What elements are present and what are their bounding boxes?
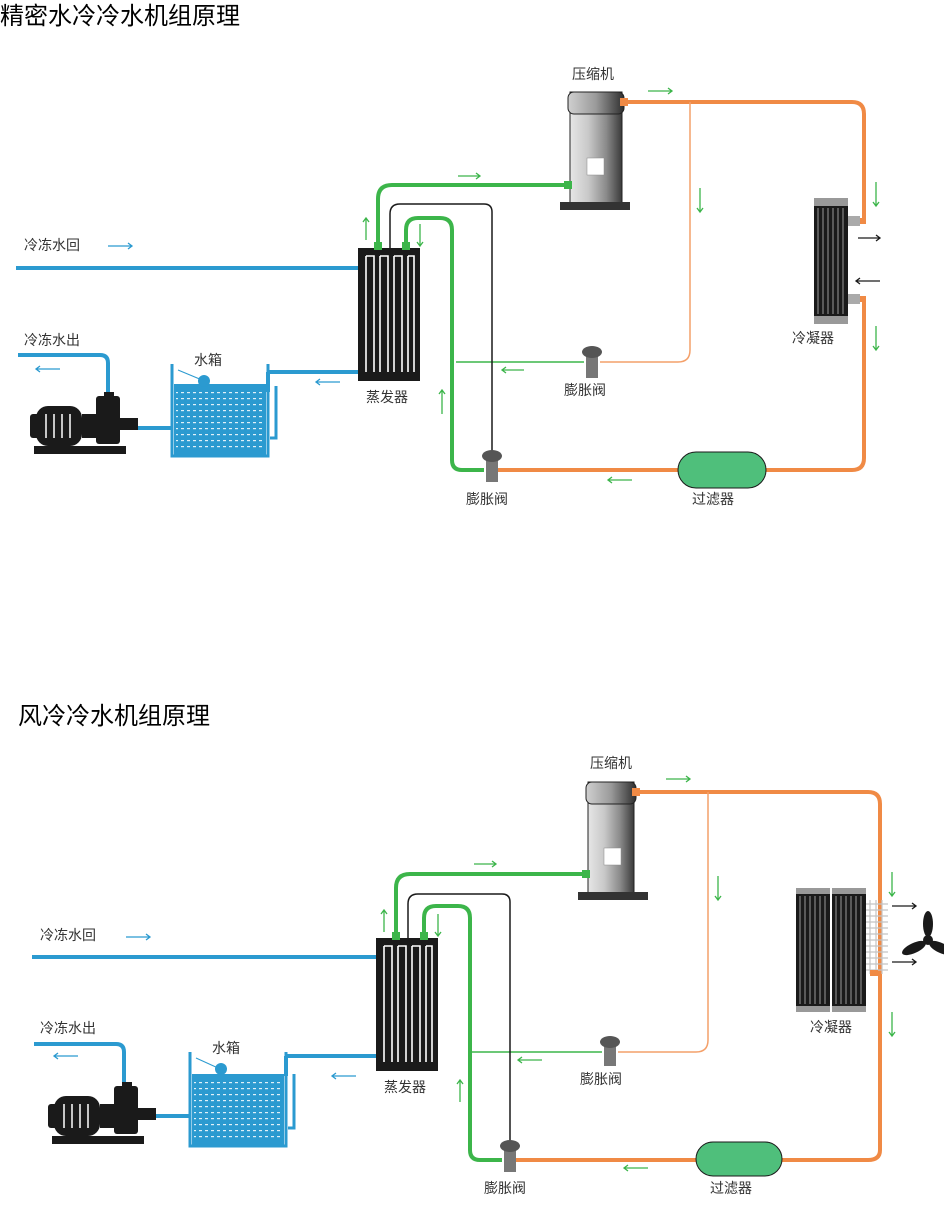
filter-label: 过滤器 bbox=[692, 492, 734, 508]
expansion-valve-icon bbox=[600, 1036, 620, 1066]
arrow-right-icon bbox=[648, 87, 674, 95]
filter-icon bbox=[695, 1141, 783, 1177]
fan-icon bbox=[902, 911, 944, 956]
compressor-label: 压缩机 bbox=[572, 67, 614, 83]
arrow-up-icon bbox=[380, 908, 388, 932]
diagram-title: 精密水冷冷水机组原理 bbox=[0, 2, 240, 30]
return-water-label: 冷冻水回 bbox=[24, 237, 80, 254]
return-water-label: 冷冻水回 bbox=[40, 927, 96, 944]
compressor-icon bbox=[560, 91, 630, 210]
arrow-right-icon bbox=[474, 860, 498, 868]
diagram-title: 风冷冷水机组原理 bbox=[18, 702, 210, 730]
condenser-label: 冷凝器 bbox=[810, 1020, 852, 1036]
arrow-left-icon bbox=[516, 1056, 542, 1064]
arrow-up-icon bbox=[456, 1078, 464, 1102]
arrow-right-icon bbox=[892, 958, 918, 966]
condenser-label: 冷凝器 bbox=[792, 331, 834, 347]
arrow-down-icon bbox=[714, 876, 722, 902]
expansion-valve-label: 膨胀阀 bbox=[484, 1180, 526, 1197]
condenser-icon bbox=[796, 888, 888, 1012]
evaporator-icon bbox=[376, 932, 438, 1071]
arrow-left-icon bbox=[622, 1164, 648, 1172]
expansion-valve-icon bbox=[500, 1140, 520, 1172]
water-tank bbox=[170, 364, 278, 458]
pump-icon bbox=[30, 392, 138, 454]
condenser-icon bbox=[814, 198, 866, 324]
tank-label: 水箱 bbox=[212, 1041, 240, 1057]
evaporator-label: 蒸发器 bbox=[384, 1080, 426, 1096]
arrow-down-icon bbox=[416, 224, 424, 248]
arrow-down-icon bbox=[872, 182, 880, 208]
diagram-water-cooled: 精密水冷冷水机组原理 bbox=[0, 2, 882, 508]
refrigerant-lines bbox=[394, 790, 882, 1162]
refrigerant-lines bbox=[376, 100, 866, 472]
arrow-down-icon bbox=[434, 914, 442, 938]
tank-label: 水箱 bbox=[194, 353, 222, 369]
arrow-down-icon bbox=[696, 188, 704, 214]
arrow-left-icon bbox=[606, 476, 632, 484]
filter-icon bbox=[677, 451, 767, 489]
arrow-right-icon bbox=[892, 902, 918, 910]
arrow-right-icon bbox=[666, 775, 692, 783]
compressor-icon bbox=[578, 781, 648, 900]
arrow-up-icon bbox=[438, 388, 446, 414]
diagram-air-cooled: 风冷冷水机组原理 bbox=[18, 702, 944, 1197]
flow-arrows bbox=[52, 775, 918, 1172]
expansion-valve-label: 膨胀阀 bbox=[466, 491, 508, 508]
arrow-down-icon bbox=[888, 1012, 896, 1038]
expansion-valve-label: 膨胀阀 bbox=[564, 382, 606, 399]
water-pipes bbox=[32, 955, 376, 1118]
evaporator-label: 蒸发器 bbox=[366, 390, 408, 406]
supply-water-label: 冷冻水出 bbox=[40, 1020, 96, 1037]
arrow-right-icon bbox=[108, 242, 134, 250]
expansion-valve-icon bbox=[482, 450, 502, 482]
water-tank bbox=[188, 1052, 296, 1148]
evaporator-icon bbox=[358, 242, 420, 381]
water-pipes bbox=[16, 266, 358, 430]
arrow-down-icon bbox=[888, 872, 896, 898]
arrow-left-icon bbox=[330, 1072, 356, 1080]
arrow-left-icon bbox=[52, 1052, 78, 1060]
arrow-left-icon bbox=[34, 365, 60, 373]
expansion-valve-label: 膨胀阀 bbox=[580, 1071, 622, 1088]
expansion-valve-icon bbox=[582, 346, 602, 378]
arrow-left-icon bbox=[500, 366, 524, 374]
arrow-up-icon bbox=[362, 216, 370, 240]
filter-label: 过滤器 bbox=[710, 1181, 752, 1197]
compressor-label: 压缩机 bbox=[590, 756, 632, 772]
arrow-left-icon bbox=[314, 378, 340, 386]
flow-arrows bbox=[34, 87, 882, 484]
arrow-right-icon bbox=[126, 933, 152, 941]
arrow-right-icon bbox=[458, 172, 482, 180]
arrow-left-icon bbox=[854, 277, 880, 285]
pump-icon bbox=[48, 1082, 156, 1144]
supply-water-label: 冷冻水出 bbox=[24, 332, 80, 349]
arrow-down-icon bbox=[872, 326, 880, 352]
arrow-right-icon bbox=[858, 234, 882, 242]
